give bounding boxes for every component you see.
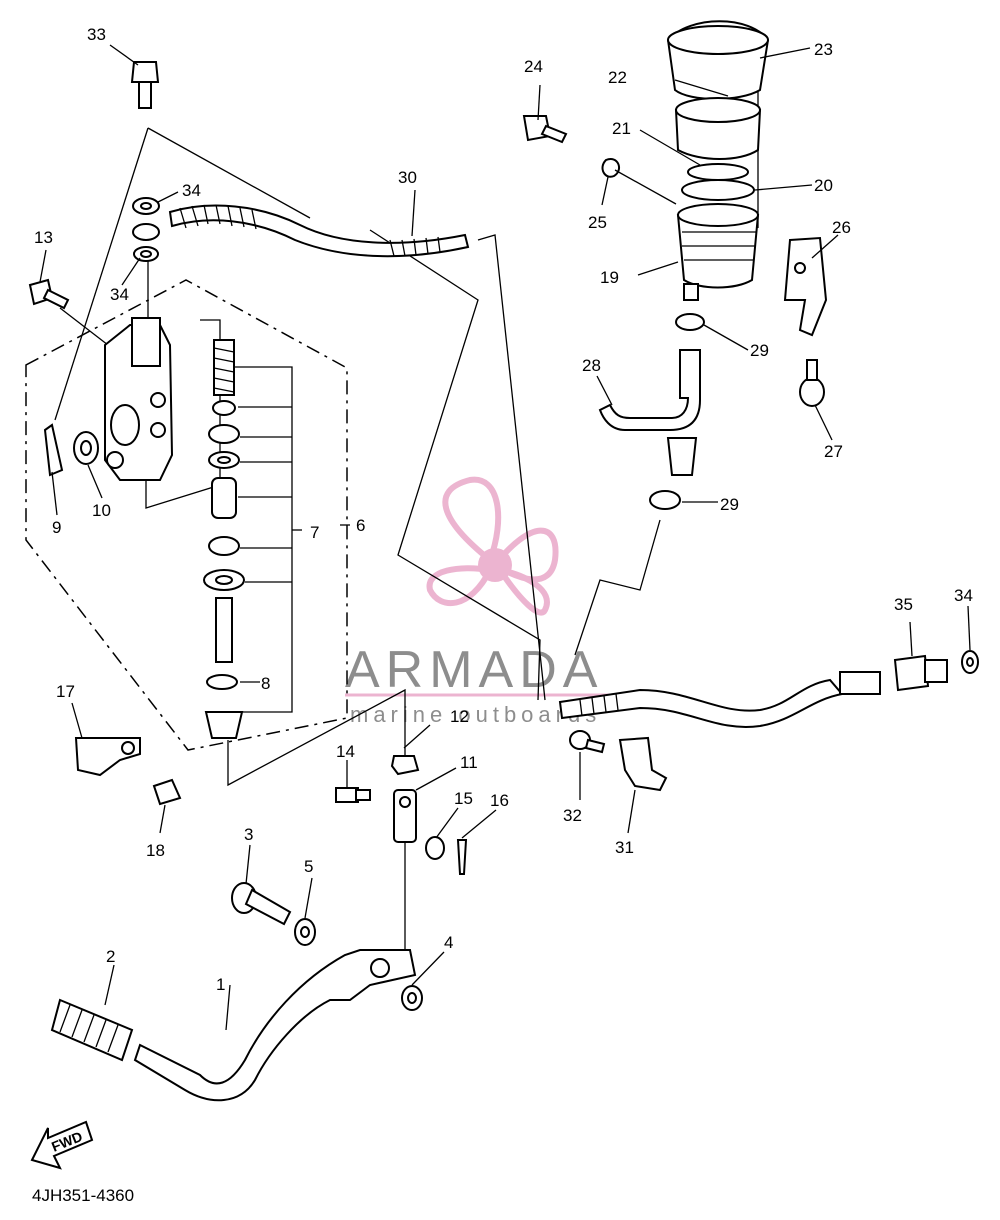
part-17-hose-guide bbox=[74, 737, 141, 777]
armada-logo-watermark: ARMADA marine outboards bbox=[345, 476, 650, 727]
part-24-bolt bbox=[522, 115, 568, 144]
callout-23: 23 bbox=[814, 40, 833, 59]
callout-21: 21 bbox=[612, 119, 631, 138]
part-10-bleed-screw bbox=[73, 431, 99, 465]
part-9-bleed-cap bbox=[43, 423, 64, 477]
callout-18: 18 bbox=[146, 841, 165, 860]
part-30-brake-hose bbox=[168, 204, 470, 258]
callout-32: 32 bbox=[563, 806, 582, 825]
callout-35: 35 bbox=[894, 595, 913, 614]
callout-labels: 1 2 3 4 5 6 7 8 9 10 11 12 13 14 15 16 1… bbox=[34, 25, 973, 994]
callout-34-middle: 34 bbox=[110, 285, 129, 304]
part-16-cotter-pin bbox=[456, 839, 468, 875]
callout-29-upper: 29 bbox=[750, 341, 769, 360]
part-35-union bbox=[893, 654, 948, 692]
watermark-tagline: marine outboards bbox=[350, 702, 601, 727]
callout-8: 8 bbox=[261, 674, 270, 693]
callout-19: 19 bbox=[600, 268, 619, 287]
part-18-bolt bbox=[152, 778, 182, 806]
part-12-nut bbox=[390, 755, 420, 776]
part-27-bolt bbox=[799, 359, 825, 407]
master-cylinder-body bbox=[104, 317, 174, 481]
part-33-union-bolt bbox=[130, 61, 160, 109]
callout-2: 2 bbox=[106, 947, 115, 966]
part-29-hose-clamp-upper bbox=[675, 313, 705, 331]
callout-20: 20 bbox=[814, 176, 833, 195]
part-19-reservoir-tank bbox=[676, 203, 760, 301]
callout-1: 1 bbox=[216, 975, 225, 994]
callout-13: 13 bbox=[34, 228, 53, 247]
part-28-reservoir-hose bbox=[598, 349, 701, 476]
part-11-joint bbox=[393, 789, 417, 843]
part-34-washer-lower bbox=[961, 650, 979, 674]
part-21-diaphragm-plate bbox=[687, 163, 749, 181]
master-cylinder-assembly-outline bbox=[25, 279, 348, 751]
part-14-pin bbox=[335, 787, 371, 803]
callout-5: 5 bbox=[304, 857, 313, 876]
callout-27: 27 bbox=[824, 442, 843, 461]
lower-brake-hose bbox=[558, 671, 881, 728]
callout-4: 4 bbox=[444, 933, 453, 952]
part-31-hose-holder bbox=[618, 736, 668, 792]
part-15-washer bbox=[425, 836, 445, 860]
part-3-pivot-bolt bbox=[231, 882, 292, 926]
fwd-direction-arrow-icon: FWD bbox=[30, 1120, 94, 1170]
callout-11: 11 bbox=[460, 753, 478, 772]
part-26-reservoir-bracket bbox=[783, 236, 828, 337]
callout-22: 22 bbox=[608, 68, 627, 87]
callout-29-lower: 29 bbox=[720, 495, 739, 514]
part-20-diaphragm bbox=[681, 179, 755, 201]
callout-12: 12 bbox=[450, 707, 469, 726]
part-32-bolt bbox=[569, 730, 606, 754]
part-25-clip bbox=[601, 158, 621, 178]
callout-9: 9 bbox=[52, 518, 61, 537]
part-34-copper-washers bbox=[132, 197, 160, 262]
part-29-hose-clamp-lower bbox=[649, 490, 681, 510]
callout-34-upper: 34 bbox=[182, 181, 201, 200]
propeller-logo-icon bbox=[426, 476, 559, 616]
callout-16: 16 bbox=[490, 791, 509, 810]
part-22-reservoir-cap bbox=[674, 97, 762, 160]
drawing-code: 4JH351-4360 bbox=[32, 1186, 134, 1205]
callout-34-lower: 34 bbox=[954, 586, 973, 605]
callout-14: 14 bbox=[336, 742, 355, 761]
callout-7: 7 bbox=[310, 523, 319, 542]
master-cylinder-kit-parts bbox=[203, 339, 245, 739]
callout-leader-lines bbox=[39, 44, 971, 1031]
part-4-washer bbox=[401, 985, 423, 1011]
callout-33: 33 bbox=[87, 25, 106, 44]
callout-26: 26 bbox=[832, 218, 851, 237]
callout-17: 17 bbox=[56, 682, 75, 701]
callout-30: 30 bbox=[398, 168, 417, 187]
callout-31: 31 bbox=[615, 838, 634, 857]
callout-28: 28 bbox=[582, 356, 601, 375]
callout-15: 15 bbox=[454, 789, 473, 808]
alignment-lines bbox=[54, 90, 759, 950]
part-2-footrest-rubber bbox=[50, 998, 134, 1062]
callout-24: 24 bbox=[524, 57, 543, 76]
callout-6: 6 bbox=[356, 516, 365, 535]
callout-10: 10 bbox=[92, 501, 111, 520]
part-23-cap-cover bbox=[666, 20, 770, 100]
part-13-bolt bbox=[28, 278, 70, 310]
part-1-brake-pedal bbox=[133, 949, 417, 1102]
part-5-washer bbox=[294, 918, 316, 946]
callout-25: 25 bbox=[588, 213, 607, 232]
callout-3: 3 bbox=[244, 825, 253, 844]
watermark-brand: ARMADA bbox=[345, 641, 603, 699]
